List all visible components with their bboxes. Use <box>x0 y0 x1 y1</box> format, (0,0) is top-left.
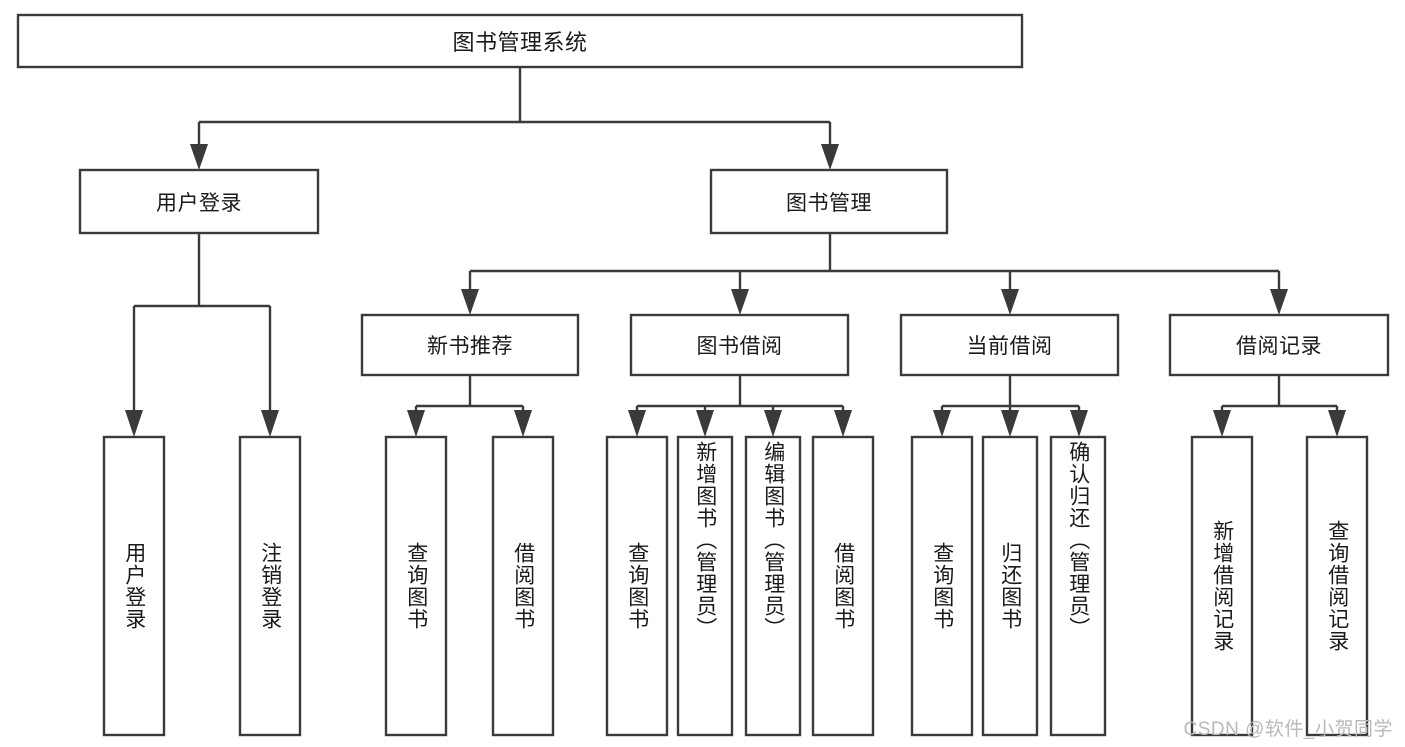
node-root[interactable] <box>16 13 1024 69</box>
arrow-leaf-query-record <box>1328 410 1346 437</box>
arrow-leaf-query-book-2 <box>628 410 646 437</box>
arrow-leaf-return-book <box>1001 410 1019 437</box>
arrow-to-book-manage <box>821 144 839 170</box>
node-leaf-user-login[interactable] <box>102 435 166 737</box>
node-leaf-query-book-1[interactable] <box>384 435 448 737</box>
arrow-leaf-user-login <box>125 410 143 437</box>
node-leaf-query-record[interactable] <box>1305 435 1369 737</box>
arrow-leaf-query-book-1 <box>407 410 425 437</box>
arrow-to-current-borrow <box>1001 289 1019 315</box>
node-leaf-borrow-book-1[interactable] <box>491 435 555 737</box>
arrow-leaf-logout-login <box>261 410 279 437</box>
arrow-to-book-borrow <box>731 289 749 315</box>
arrow-leaf-edit-book <box>764 410 782 437</box>
arrow-leaf-borrow-book-1 <box>514 410 532 437</box>
arrow-to-user-login <box>190 144 208 170</box>
node-leaf-add-record[interactable] <box>1190 435 1254 737</box>
node-leaf-return-book[interactable] <box>981 435 1039 737</box>
node-new-book-recommend[interactable] <box>360 313 580 377</box>
node-leaf-logout-login[interactable] <box>238 435 302 737</box>
arrow-leaf-confirm-return <box>1070 410 1088 437</box>
node-borrow-record[interactable] <box>1168 313 1390 377</box>
arrow-leaf-query-book-3 <box>933 410 951 437</box>
connector-group <box>125 67 1346 437</box>
arrow-leaf-add-book <box>696 410 714 437</box>
node-book-borrow[interactable] <box>629 313 850 377</box>
node-leaf-add-book[interactable] <box>676 435 734 737</box>
node-user-login[interactable] <box>78 168 320 235</box>
arrow-leaf-borrow-book-2 <box>834 410 852 437</box>
node-leaf-borrow-book-2[interactable] <box>811 435 875 737</box>
arrow-to-new-book-recommend <box>461 289 479 315</box>
node-leaf-query-book-3[interactable] <box>910 435 974 737</box>
arrow-leaf-add-record <box>1213 410 1231 437</box>
node-leaf-confirm-return[interactable] <box>1049 435 1107 737</box>
node-box-group <box>16 13 1390 737</box>
node-leaf-edit-book[interactable] <box>744 435 802 737</box>
arrow-to-borrow-record <box>1270 289 1288 315</box>
node-current-borrow[interactable] <box>899 313 1120 377</box>
node-leaf-query-book-2[interactable] <box>605 435 669 737</box>
node-book-manage[interactable] <box>709 168 949 235</box>
